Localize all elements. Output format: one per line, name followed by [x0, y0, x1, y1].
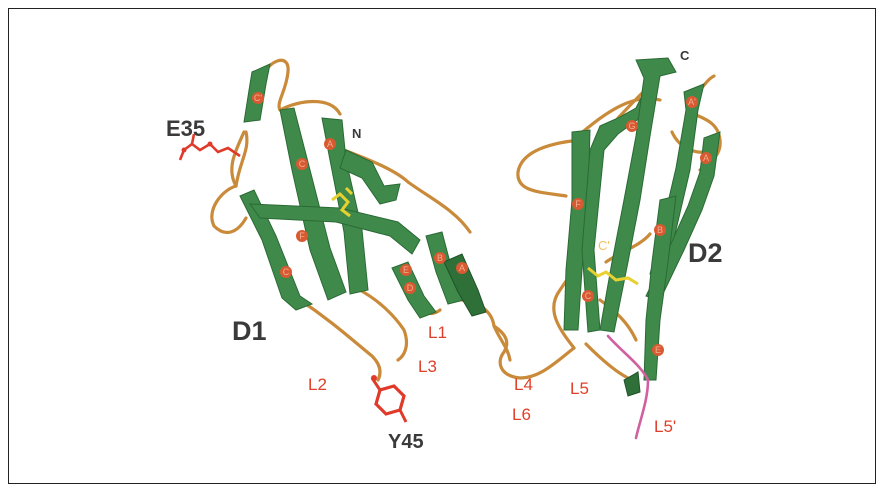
y45-residue	[371, 375, 406, 422]
svg-text:C: C	[585, 291, 592, 301]
c-prime-strand-label: C'	[598, 238, 610, 253]
svg-text:F: F	[575, 199, 581, 209]
svg-text:A': A'	[688, 97, 696, 107]
svg-text:C': C'	[254, 93, 262, 103]
domain-d1-label: D1	[232, 316, 267, 346]
loop-l1-label: L1	[428, 323, 447, 342]
loop-l4-label: L4	[514, 375, 533, 394]
svg-text:A: A	[703, 153, 709, 163]
loop-l5-prime-label: L5'	[654, 417, 676, 436]
loop-l3-label: L3	[418, 357, 437, 376]
loop-l6-label: L6	[512, 405, 531, 424]
y45-label: Y45	[388, 431, 424, 453]
c-terminus-label: C	[680, 48, 690, 63]
loop-l2-label: L2	[308, 375, 327, 394]
loop-l5-label: L5	[570, 379, 589, 398]
svg-text:E: E	[655, 345, 661, 355]
n-terminus-label: N	[352, 126, 361, 141]
svg-text:E: E	[403, 265, 409, 275]
domain-d2-label: D2	[688, 238, 723, 268]
svg-text:C: C	[299, 159, 306, 169]
svg-text:G: G	[628, 121, 635, 131]
svg-text:A: A	[459, 263, 465, 273]
svg-text:A: A	[327, 139, 333, 149]
svg-text:F: F	[299, 231, 305, 241]
d1-strands	[240, 64, 486, 318]
svg-text:B: B	[437, 253, 443, 263]
e35-label: E35	[166, 116, 205, 141]
protein-ribbon-diagram: C' C A F C E D B A	[0, 0, 886, 474]
svg-text:B: B	[657, 225, 663, 235]
svg-text:C: C	[283, 267, 290, 277]
svg-text:D: D	[407, 283, 414, 293]
